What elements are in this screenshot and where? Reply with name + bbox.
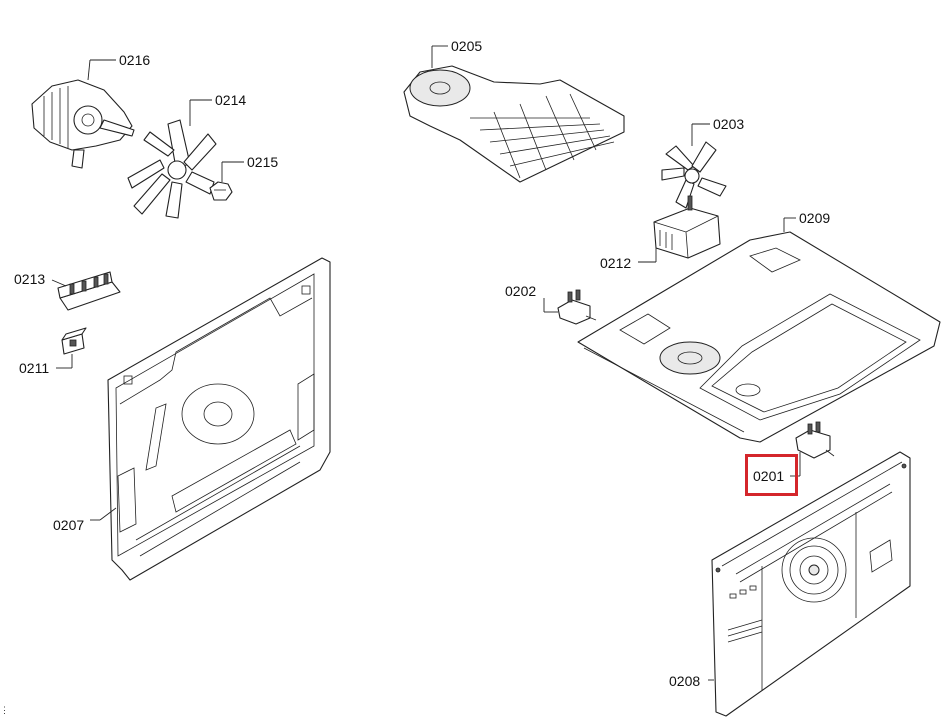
label-0201: 0201	[753, 468, 785, 484]
label-0203: 0203	[713, 116, 745, 132]
part-0211-clip[interactable]	[56, 327, 87, 369]
part-0208-front-panel[interactable]	[708, 451, 911, 717]
label-0208: 0208	[669, 673, 701, 689]
part-0213-terminal-block[interactable]	[51, 271, 121, 311]
part-0202-thermostat[interactable]	[543, 289, 597, 325]
part-0216-fan-motor[interactable]	[31, 59, 135, 169]
part-0214-fan-blade[interactable]	[127, 99, 217, 219]
part-0205-fan-cover[interactable]	[403, 45, 625, 183]
label-0205: 0205	[451, 38, 483, 54]
part-0209-top-plate[interactable]	[577, 217, 941, 443]
label-0214: 0214	[215, 92, 247, 108]
part-0207-back-panel[interactable]	[90, 257, 331, 581]
part-0215-nut[interactable]	[209, 161, 244, 201]
part-0203-fan-blade[interactable]	[661, 123, 727, 209]
label-0215: 0215	[247, 154, 279, 170]
label-0211: 0211	[19, 360, 50, 376]
highlight-box-0201	[745, 454, 798, 496]
label-0209: 0209	[799, 210, 831, 226]
label-0213: 0213	[14, 271, 46, 287]
label-0216: 0216	[119, 52, 151, 68]
label-0202: 0202	[505, 283, 537, 299]
part-0212-motor[interactable]	[638, 195, 721, 263]
part-0201-thermostat[interactable]	[790, 421, 835, 477]
corner-mark: ⋮	[0, 705, 9, 715]
label-0207: 0207	[53, 517, 85, 533]
label-0212: 0212	[600, 255, 632, 271]
